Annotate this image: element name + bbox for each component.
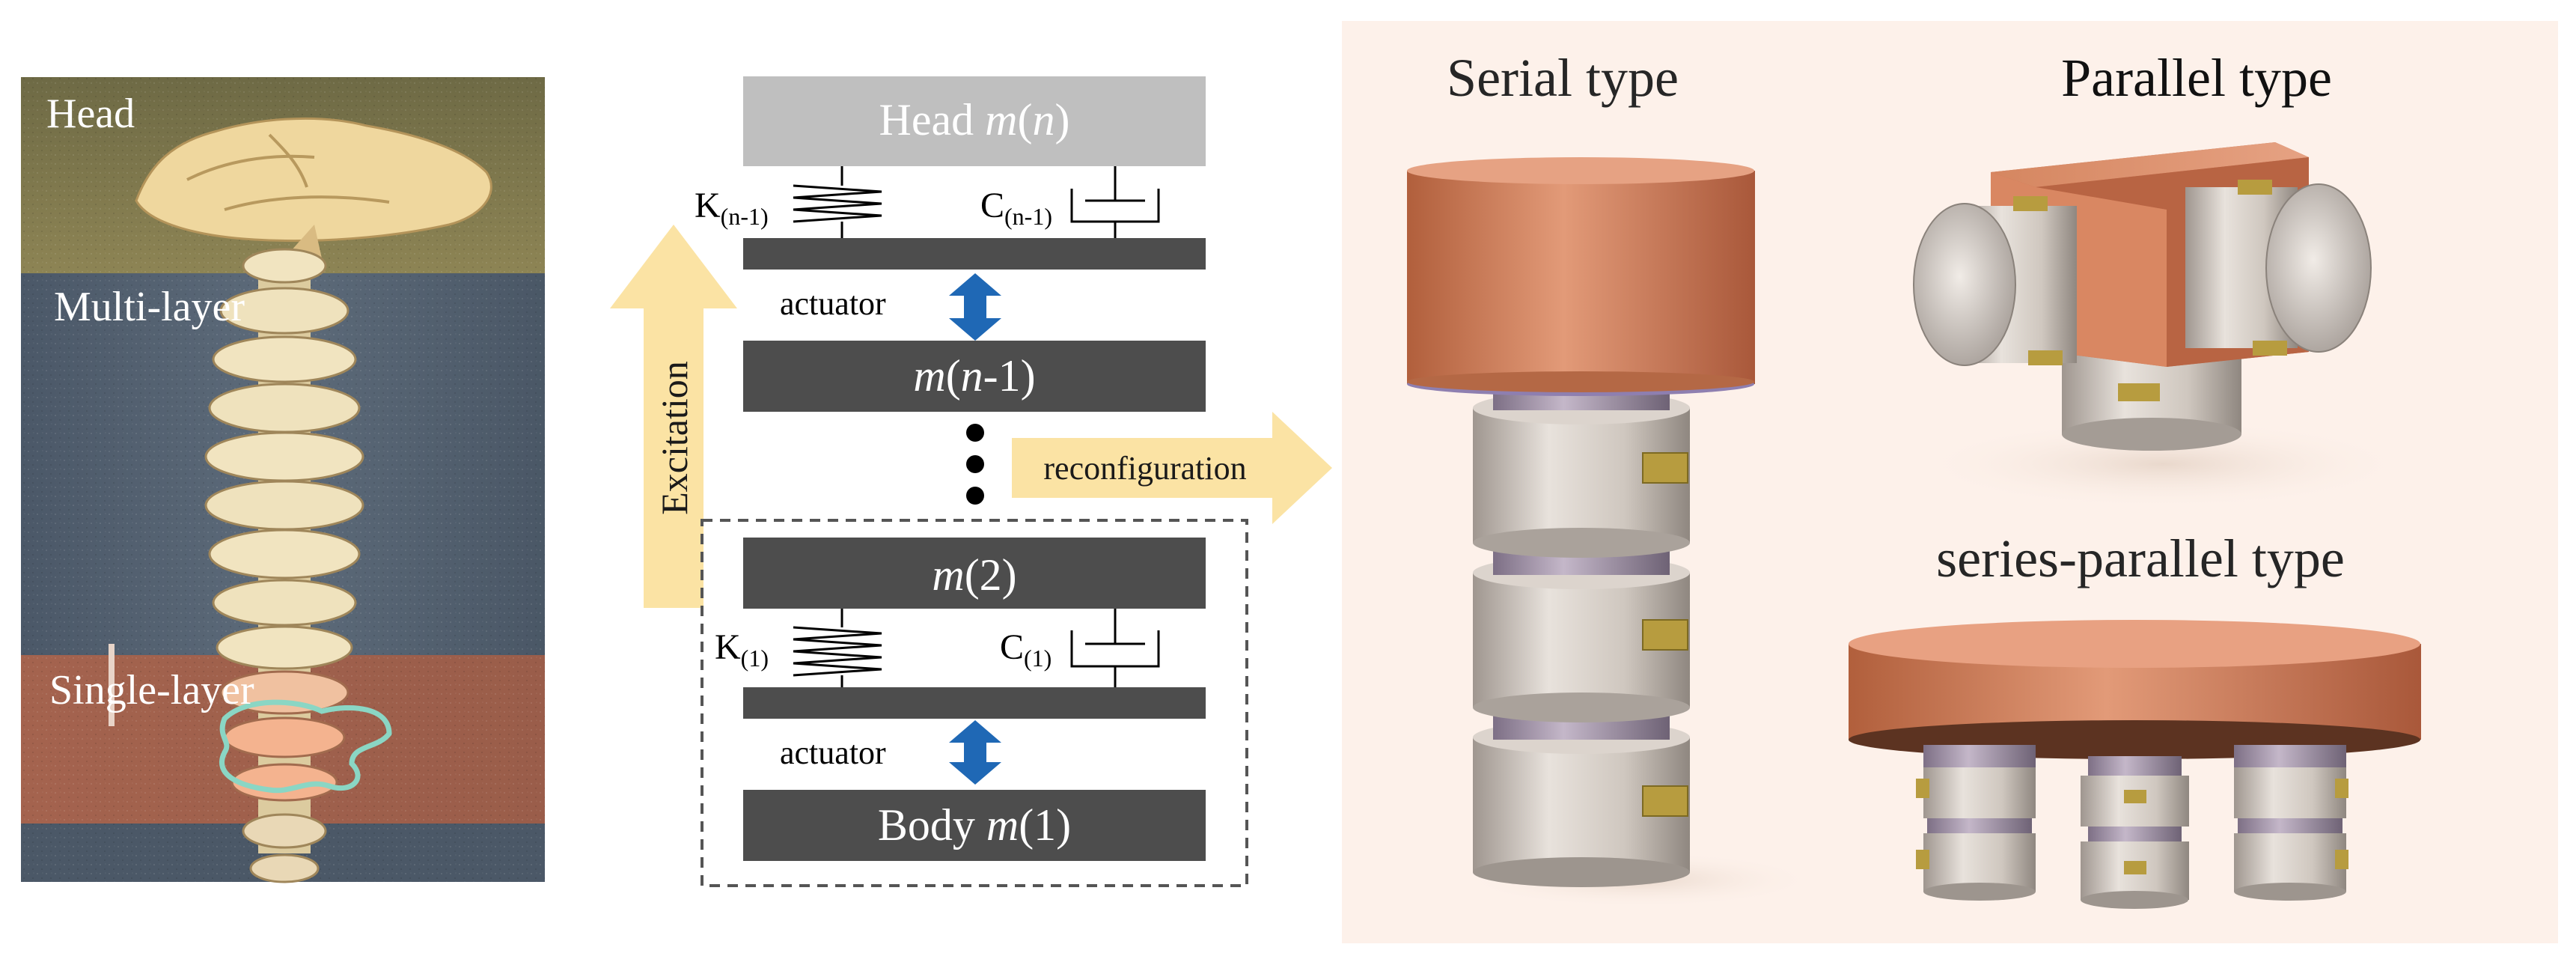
series-parallel-type-title: series-parallel type (1936, 529, 2345, 588)
reconfiguration-label: reconfiguration (1043, 450, 1246, 487)
serial-type-model (1407, 157, 1819, 908)
mass-2-label: m(2) (932, 550, 1016, 600)
reconfiguration-arrow: reconfiguration (1012, 412, 1332, 524)
head-mass-block (743, 76, 1206, 166)
serial-type-title: Serial type (1447, 48, 1679, 108)
mass-2-block (743, 538, 1206, 609)
head-label: Head (46, 91, 135, 137)
parallel-type-model (1913, 142, 2410, 509)
series-parallel-type-model (1849, 620, 2421, 909)
actuator-bottom-arrow (949, 720, 1001, 785)
single-layer-box (701, 519, 1248, 887)
top-plate (743, 238, 1206, 270)
body-mass-label: Body m(1) (878, 800, 1071, 850)
body-mass-block (743, 790, 1206, 861)
bottom-plate (743, 687, 1206, 719)
photo-scale-bar (109, 644, 115, 726)
single-layer-label: Single-layer (49, 667, 254, 713)
actuator-top-arrow (949, 273, 1001, 341)
parallel-type-title: Parallel type (2061, 48, 2332, 108)
actuator-top-label: actuator (780, 285, 886, 322)
mass-n-minus-1-label: m(n-1) (913, 351, 1035, 401)
head-mass-label: Head m(n) (879, 95, 1070, 144)
k-top-label: K(n-1) (695, 186, 769, 230)
c-top-label: C(n-1) (980, 186, 1052, 230)
excitation-arrow: Excitation (610, 225, 737, 608)
spring-bottom (793, 609, 882, 687)
vertebral-column (204, 248, 364, 883)
ellipsis-dots (966, 424, 984, 505)
spine-photo: Head Multi-layer Single-layer (21, 77, 545, 883)
mass-n-minus-1-block (743, 341, 1206, 412)
mass-spring-schematic: Head m(n) K(n-1) C(n-1) actuator m(n-1) (695, 76, 1248, 887)
damper-bottom (1070, 609, 1160, 687)
spring-top (793, 166, 882, 238)
single-vertebra-outline (219, 699, 392, 794)
excitation-label: Excitation (653, 361, 695, 515)
k-bottom-label: K(1) (715, 627, 769, 672)
actuator-bottom-label: actuator (780, 734, 886, 771)
c-bottom-label: C(1) (1000, 627, 1052, 672)
multi-layer-label: Multi-layer (54, 284, 245, 330)
damper-top (1070, 166, 1160, 238)
